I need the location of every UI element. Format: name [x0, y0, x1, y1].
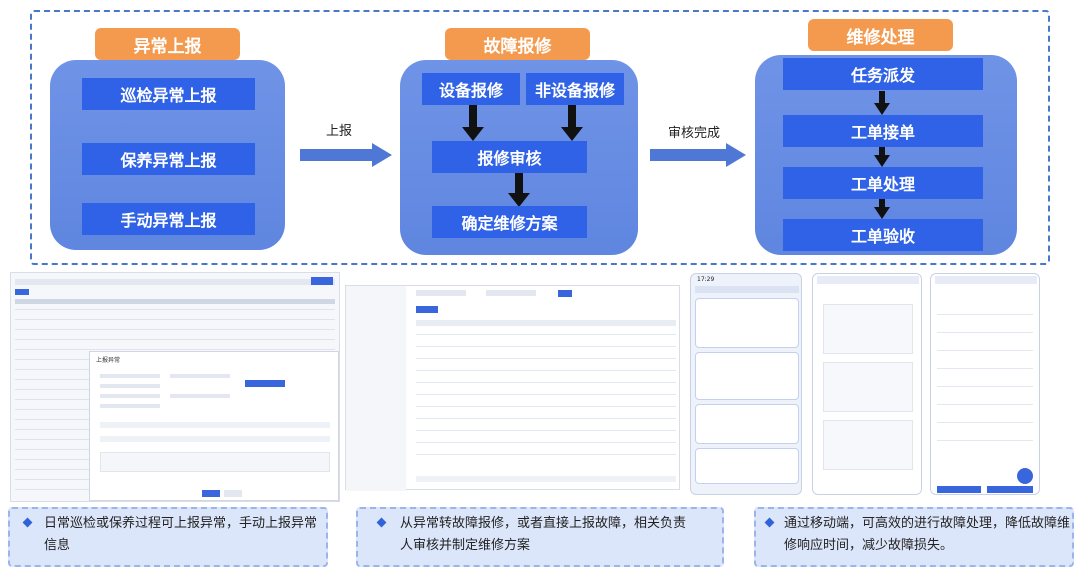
box-maintenance-report: 保养异常上报: [82, 143, 255, 175]
box-repair-review: 报修审核: [432, 141, 587, 173]
bullet-text-exception: 日常巡检或保养过程可上报异常，手动上报异常信息: [44, 516, 318, 553]
tag-fault-repair: 故障报修: [445, 28, 590, 60]
box-manual-report: 手动异常上报: [82, 203, 255, 235]
bullet-text-repair: 从异常转故障报修，或者直接上报故障，相关负责人审核并制定维修方案: [400, 516, 687, 553]
box-order-accept: 工单接单: [783, 115, 983, 147]
box-non-device-repair: 非设备报修: [526, 73, 624, 105]
report-exception-dialog: 上报异常: [89, 351, 339, 501]
tag-exception-report: 异常上报: [95, 28, 240, 60]
diamond-bullet-icon: [376, 517, 387, 528]
mobile-screen-process: [930, 273, 1040, 495]
mobile-screen-orders: [812, 273, 922, 495]
down-arrow-icon: [874, 147, 890, 167]
bullet-box-repair: 从异常转故障报修，或者直接上报故障，相关负责人审核并制定维修方案: [356, 507, 724, 567]
down-arrow-icon: [462, 105, 484, 141]
box-order-process: 工单处理: [783, 167, 983, 199]
arrow-label-review-done: 审核完成: [668, 126, 721, 141]
box-device-repair: 设备报修: [422, 73, 520, 105]
right-arrow-icon: [300, 143, 392, 167]
right-arrow-icon: [650, 143, 746, 167]
box-inspection-report: 巡检异常上报: [82, 78, 255, 110]
mobile-screen-home: 17:29: [690, 273, 802, 495]
status-time: 17:29: [697, 276, 715, 283]
diamond-bullet-icon: [764, 517, 775, 528]
box-task-dispatch: 任务派发: [783, 58, 983, 90]
flow-frame: [30, 10, 1050, 265]
screenshot-exception-list: 上报异常: [10, 272, 340, 502]
down-arrow-icon: [561, 105, 583, 141]
bullet-box-maintenance: 通过移动端，可高效的进行故障处理，降低故障维修响应时间，减少故障损失。: [754, 507, 1074, 567]
arrow-label-report: 上报: [326, 124, 353, 139]
bullet-text-maintenance: 通过移动端，可高效的进行故障处理，降低故障维修响应时间，减少故障损失。: [784, 516, 1071, 553]
down-arrow-icon: [874, 199, 890, 219]
diamond-bullet-icon: [22, 517, 33, 528]
tag-maintenance: 维修处理: [808, 19, 953, 51]
dialog-title: 上报异常: [96, 357, 121, 364]
box-repair-plan: 确定维修方案: [432, 206, 587, 238]
screenshot-repair-list: [345, 285, 680, 491]
down-arrow-icon: [874, 91, 890, 115]
box-order-acceptance: 工单验收: [783, 219, 983, 251]
down-arrow-icon: [508, 173, 530, 207]
bullet-box-exception: 日常巡检或保养过程可上报异常，手动上报异常信息: [8, 507, 328, 567]
